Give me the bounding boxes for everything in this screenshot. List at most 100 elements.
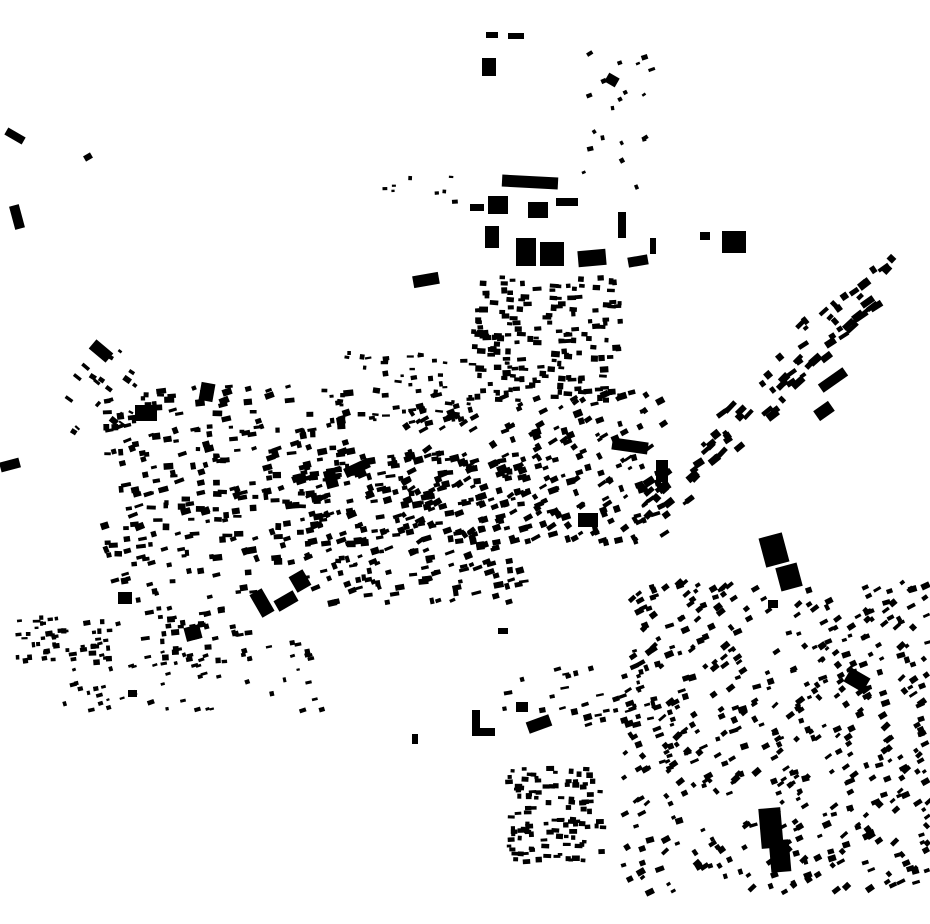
building bbox=[468, 562, 475, 568]
building bbox=[309, 430, 316, 438]
building bbox=[795, 357, 804, 366]
building bbox=[889, 837, 900, 847]
building bbox=[882, 775, 892, 783]
building bbox=[514, 340, 520, 345]
building bbox=[151, 588, 158, 595]
building bbox=[533, 500, 545, 509]
building bbox=[282, 535, 292, 542]
building bbox=[193, 706, 202, 713]
building bbox=[841, 317, 856, 331]
building bbox=[118, 460, 127, 467]
building bbox=[606, 354, 614, 360]
building bbox=[421, 534, 432, 543]
building bbox=[407, 547, 417, 557]
building bbox=[492, 459, 501, 466]
building bbox=[854, 310, 869, 323]
building bbox=[322, 468, 340, 490]
building bbox=[625, 875, 634, 883]
building bbox=[524, 828, 530, 834]
building bbox=[534, 778, 542, 783]
building bbox=[794, 704, 802, 712]
building bbox=[535, 454, 543, 462]
building bbox=[177, 546, 186, 552]
building bbox=[813, 400, 835, 422]
building bbox=[823, 603, 831, 611]
building bbox=[667, 800, 674, 807]
building bbox=[316, 520, 324, 529]
building bbox=[468, 362, 477, 366]
building bbox=[716, 862, 723, 870]
building bbox=[306, 411, 314, 417]
building bbox=[486, 560, 497, 568]
building bbox=[578, 513, 598, 527]
building bbox=[224, 384, 233, 389]
building bbox=[734, 674, 742, 681]
building bbox=[171, 426, 179, 435]
building bbox=[282, 520, 292, 527]
building bbox=[897, 754, 904, 761]
building bbox=[764, 669, 771, 676]
building bbox=[861, 584, 870, 591]
building bbox=[692, 588, 699, 594]
building bbox=[220, 457, 226, 464]
building bbox=[630, 534, 637, 541]
building bbox=[480, 388, 487, 394]
building bbox=[758, 379, 767, 388]
building bbox=[340, 392, 345, 398]
building bbox=[571, 286, 577, 292]
building bbox=[832, 725, 843, 734]
building bbox=[165, 706, 169, 711]
building bbox=[92, 685, 99, 692]
building bbox=[240, 652, 247, 658]
building bbox=[273, 590, 299, 612]
building bbox=[797, 340, 810, 350]
building bbox=[666, 742, 675, 750]
building bbox=[901, 859, 911, 868]
building bbox=[131, 440, 140, 448]
building bbox=[70, 656, 77, 662]
building bbox=[915, 751, 923, 759]
building bbox=[767, 882, 774, 890]
building bbox=[765, 408, 780, 422]
building bbox=[695, 605, 704, 614]
building bbox=[874, 641, 883, 649]
building bbox=[22, 657, 29, 664]
building bbox=[305, 443, 313, 451]
building bbox=[571, 398, 580, 406]
building bbox=[880, 263, 893, 275]
building bbox=[558, 338, 565, 342]
building bbox=[170, 474, 178, 478]
building bbox=[482, 329, 489, 335]
building bbox=[843, 732, 853, 742]
building bbox=[581, 701, 590, 708]
building bbox=[271, 445, 282, 453]
building bbox=[847, 633, 853, 638]
building bbox=[549, 475, 559, 484]
building bbox=[505, 598, 513, 606]
building bbox=[565, 856, 571, 862]
building bbox=[307, 656, 315, 662]
building bbox=[9, 204, 25, 230]
building bbox=[510, 829, 518, 834]
building bbox=[122, 374, 133, 385]
building bbox=[582, 782, 588, 786]
building bbox=[557, 389, 563, 395]
building bbox=[581, 839, 587, 844]
building bbox=[654, 865, 665, 873]
building bbox=[538, 407, 549, 415]
building bbox=[649, 641, 658, 651]
building bbox=[509, 537, 521, 545]
building bbox=[448, 175, 454, 179]
building bbox=[509, 847, 516, 852]
building bbox=[516, 306, 524, 313]
building bbox=[619, 428, 629, 437]
building bbox=[868, 265, 878, 275]
building bbox=[839, 830, 849, 840]
building bbox=[709, 428, 722, 441]
building bbox=[415, 402, 425, 410]
building bbox=[387, 454, 395, 459]
building bbox=[509, 278, 516, 282]
building bbox=[543, 853, 552, 859]
building bbox=[595, 452, 603, 460]
building bbox=[541, 843, 550, 849]
